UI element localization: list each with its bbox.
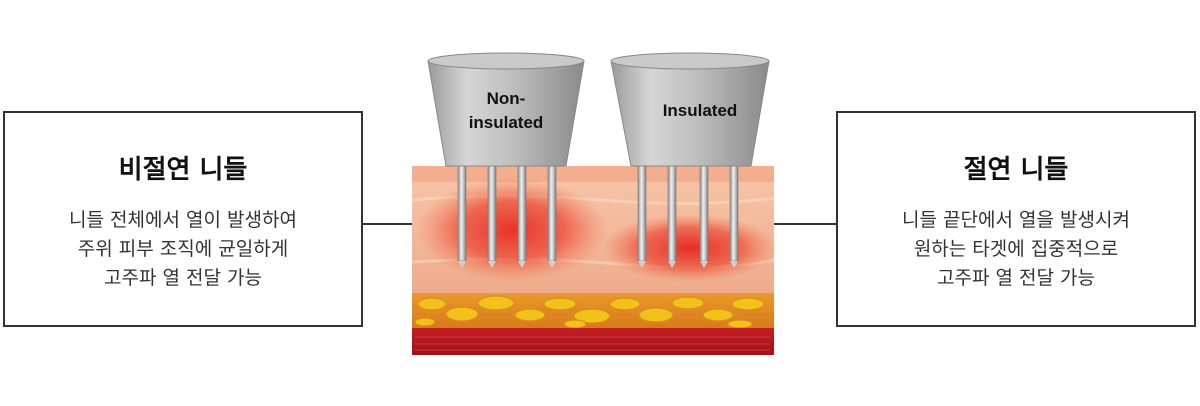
non-insulated-head: Non- insulated — [427, 52, 585, 167]
insulated-desc-line-2: 원하는 타겟에 집중적으로 — [913, 238, 1119, 260]
non-insulated-label-1: Non- — [487, 89, 526, 108]
non-insulated-desc-line-2: 주위 피부 조직에 균일하게 — [77, 238, 289, 260]
heat-zone-wide — [416, 178, 608, 282]
non-insulated-info-box: 비절연 니들 니들 전체에서 열이 발생하여 주위 피부 조직에 균일하게 고주… — [3, 111, 363, 327]
insulated-head: Insulated — [610, 52, 770, 167]
non-insulated-label-2: insulated — [469, 113, 544, 132]
non-insulated-desc-line-3: 고주파 열 전달 가능 — [104, 267, 262, 289]
insulated-needles — [637, 165, 739, 268]
fat-cells — [414, 295, 765, 329]
insulated-info-box: 절연 니들 니들 끝단에서 열을 발생시켜 원하는 타겟에 집중적으로 고주파 … — [836, 111, 1196, 327]
insulated-description: 니들 끝단에서 열을 발생시켜 원하는 타겟에 집중적으로 고주파 열 전달 가… — [838, 206, 1194, 293]
non-insulated-description: 니들 전체에서 열이 발생하여 주위 피부 조직에 균일하게 고주파 열 전달 … — [5, 206, 361, 293]
muscle-layer — [412, 328, 774, 355]
heat-zone-tip — [602, 214, 778, 282]
insulated-title: 절연 니들 — [963, 155, 1069, 185]
non-insulated-desc-line-1: 니들 전체에서 열이 발생하여 — [69, 209, 297, 231]
skin-cross-section — [411, 166, 778, 355]
insulated-desc-line-3: 고주파 열 전달 가능 — [937, 267, 1095, 289]
insulated-desc-line-1: 니들 끝단에서 열을 발생시켜 — [902, 209, 1130, 231]
epidermis-layer — [412, 166, 774, 182]
insulated-label: Insulated — [663, 101, 738, 120]
non-insulated-title: 비절연 니들 — [118, 155, 248, 185]
